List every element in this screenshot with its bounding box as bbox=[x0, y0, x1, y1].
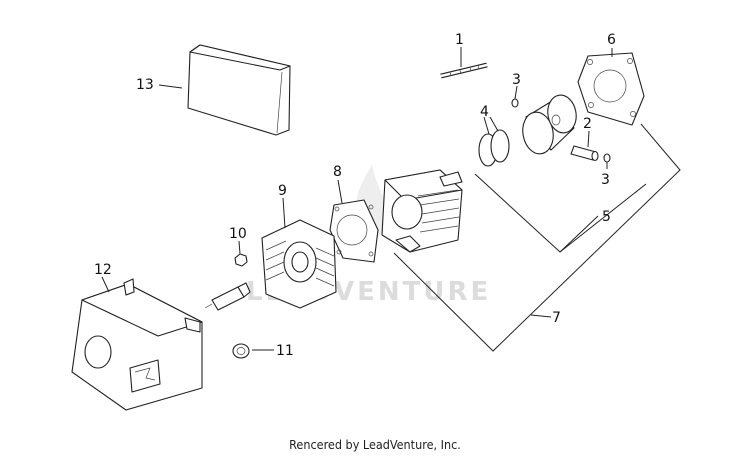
callout-2: 2 bbox=[583, 116, 592, 132]
callout-3-lower: 3 bbox=[601, 172, 610, 188]
callout-12: 12 bbox=[94, 262, 112, 278]
callout-3-upper: 3 bbox=[512, 72, 521, 88]
callout-5: 5 bbox=[602, 209, 611, 225]
cylinder-head bbox=[261, 219, 337, 309]
assembly-bracket-5 bbox=[474, 173, 647, 253]
spark-plug-cap bbox=[232, 343, 250, 359]
piston-rings bbox=[478, 129, 510, 167]
stud bbox=[440, 62, 488, 79]
clip-lower bbox=[603, 153, 611, 163]
callout-8: 8 bbox=[333, 164, 342, 180]
callout-13: 13 bbox=[136, 77, 154, 93]
piston-pin bbox=[570, 145, 599, 162]
cylinder-head-gasket bbox=[577, 52, 645, 126]
callout-9: 9 bbox=[278, 183, 287, 199]
shroud bbox=[71, 278, 203, 411]
spark-plug bbox=[204, 282, 251, 311]
callout-6: 6 bbox=[607, 32, 616, 48]
leader-lines bbox=[101, 47, 613, 351]
callout-10: 10 bbox=[229, 226, 247, 242]
documentation-folder bbox=[187, 44, 291, 136]
cylinder bbox=[381, 169, 463, 253]
cylinder-base-gasket bbox=[329, 199, 379, 263]
assembly-bracket-7 bbox=[393, 123, 681, 352]
callout-1: 1 bbox=[455, 32, 464, 48]
callout-11: 11 bbox=[276, 343, 294, 359]
callouts: 1 2 3 3 4 5 6 7 8 9 10 11 12 13 bbox=[94, 32, 616, 359]
callout-7: 7 bbox=[552, 310, 561, 326]
piston bbox=[522, 94, 577, 155]
clip-upper bbox=[511, 98, 519, 108]
render-credit: Rencered by LeadVenture, Inc. bbox=[289, 437, 461, 452]
callout-4: 4 bbox=[480, 104, 489, 120]
nut bbox=[234, 253, 248, 267]
